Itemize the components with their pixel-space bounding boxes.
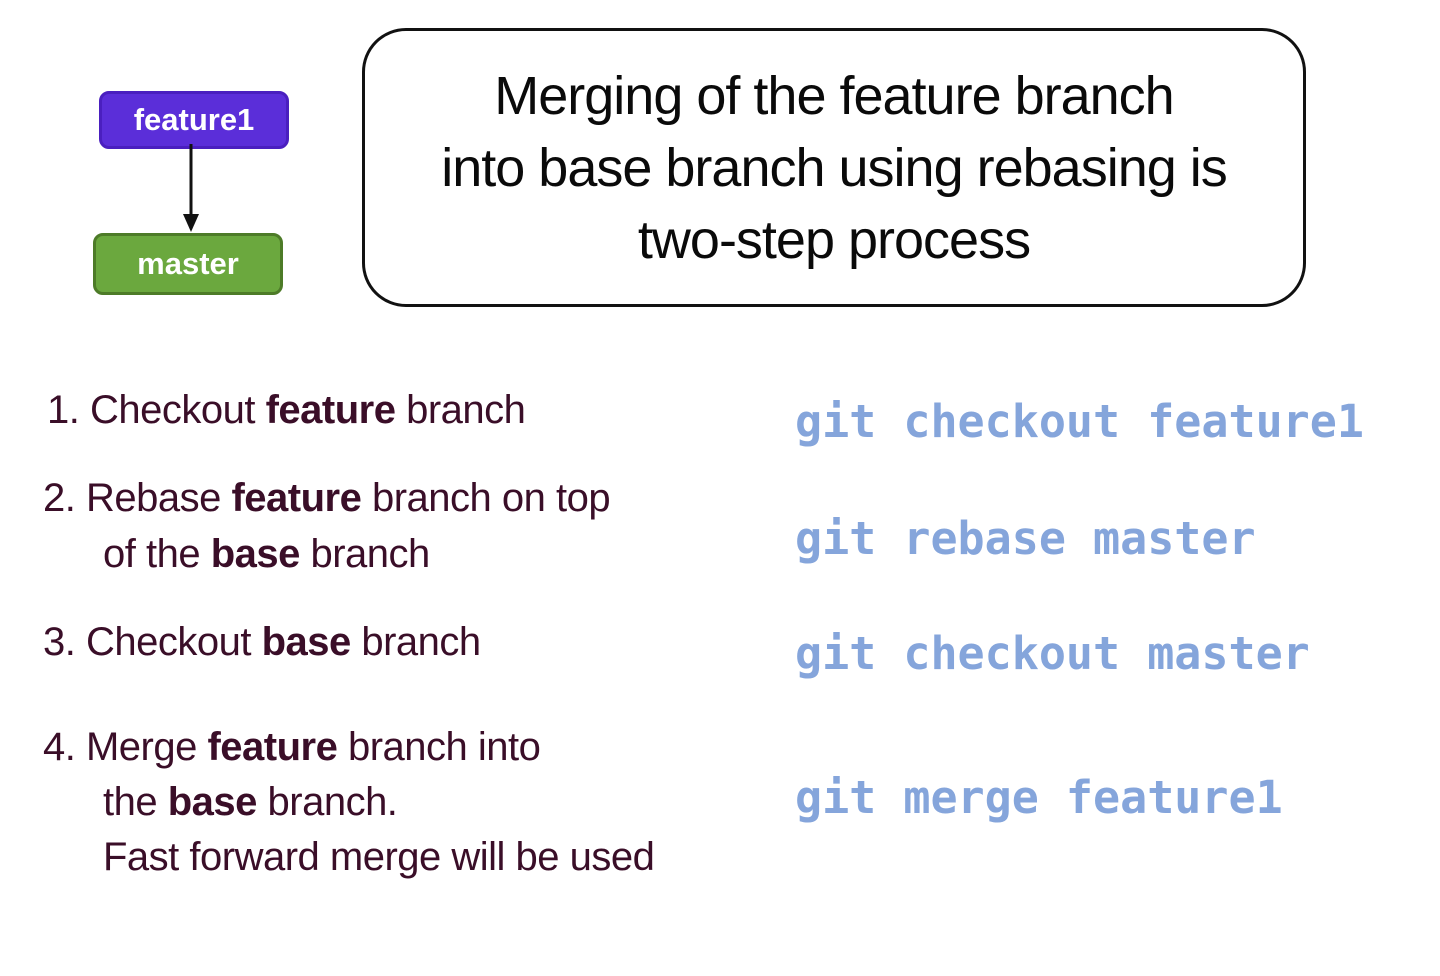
step-2-text-tail: branch on top bbox=[361, 476, 611, 520]
step-3-bold-base: base bbox=[261, 620, 352, 664]
git-command-merge-feature: git merge feature1 bbox=[795, 771, 1283, 824]
step-4-text: 4. Merge bbox=[43, 725, 208, 769]
step-2-line-2-text: of the bbox=[103, 532, 211, 576]
step-1-text: 1. Checkout bbox=[47, 388, 266, 432]
step-4-bold-base: base bbox=[167, 780, 258, 824]
git-command-rebase-master: git rebase master bbox=[795, 512, 1256, 565]
step-3-text-tail: branch bbox=[350, 620, 481, 664]
feature-branch-box: feature1 bbox=[99, 91, 289, 149]
step-4-line-1: 4. Merge feature branch into bbox=[43, 725, 541, 770]
step-3: 3. Checkout base branch bbox=[43, 620, 481, 665]
git-command-checkout-master: git checkout master bbox=[795, 627, 1310, 680]
step-1-bold-feature: feature bbox=[265, 388, 396, 432]
title-line-3: two-step process bbox=[637, 209, 1031, 270]
step-1-text-tail: branch bbox=[395, 388, 526, 432]
step-4-line-2-text: the bbox=[103, 780, 168, 824]
step-2-line-2-tail: branch bbox=[299, 532, 430, 576]
title-callout: Merging of the feature branch into base … bbox=[362, 28, 1306, 307]
step-4-line-3: Fast forward merge will be used bbox=[103, 835, 655, 880]
master-branch-label: master bbox=[137, 246, 239, 281]
step-4-bold-feature: feature bbox=[207, 725, 338, 769]
step-2-line-1: 2. Rebase feature branch on top bbox=[43, 476, 611, 521]
step-2-bold-base: base bbox=[210, 532, 301, 576]
step-2-bold-feature: feature bbox=[231, 476, 362, 520]
step-2-text: 2. Rebase bbox=[43, 476, 232, 520]
step-4-line-3-text: Fast forward merge will be used bbox=[103, 835, 655, 879]
title-line-2: into base branch using rebasing is bbox=[441, 137, 1228, 198]
title-line-1: Merging of the feature branch bbox=[494, 65, 1174, 126]
step-3-text: 3. Checkout bbox=[43, 620, 262, 664]
step-4-text-tail: branch into bbox=[337, 725, 541, 769]
step-1: 1. Checkout feature branch bbox=[47, 388, 526, 433]
step-2-line-2: of the base branch bbox=[103, 532, 430, 577]
step-4-line-2: the base branch. bbox=[103, 780, 398, 825]
step-4-line-2-tail: branch. bbox=[256, 780, 398, 824]
feature-branch-label: feature1 bbox=[133, 102, 255, 137]
master-branch-box: master bbox=[93, 233, 283, 295]
git-command-checkout-feature: git checkout feature1 bbox=[795, 395, 1364, 448]
arrow-feature-to-master-icon bbox=[183, 144, 199, 232]
